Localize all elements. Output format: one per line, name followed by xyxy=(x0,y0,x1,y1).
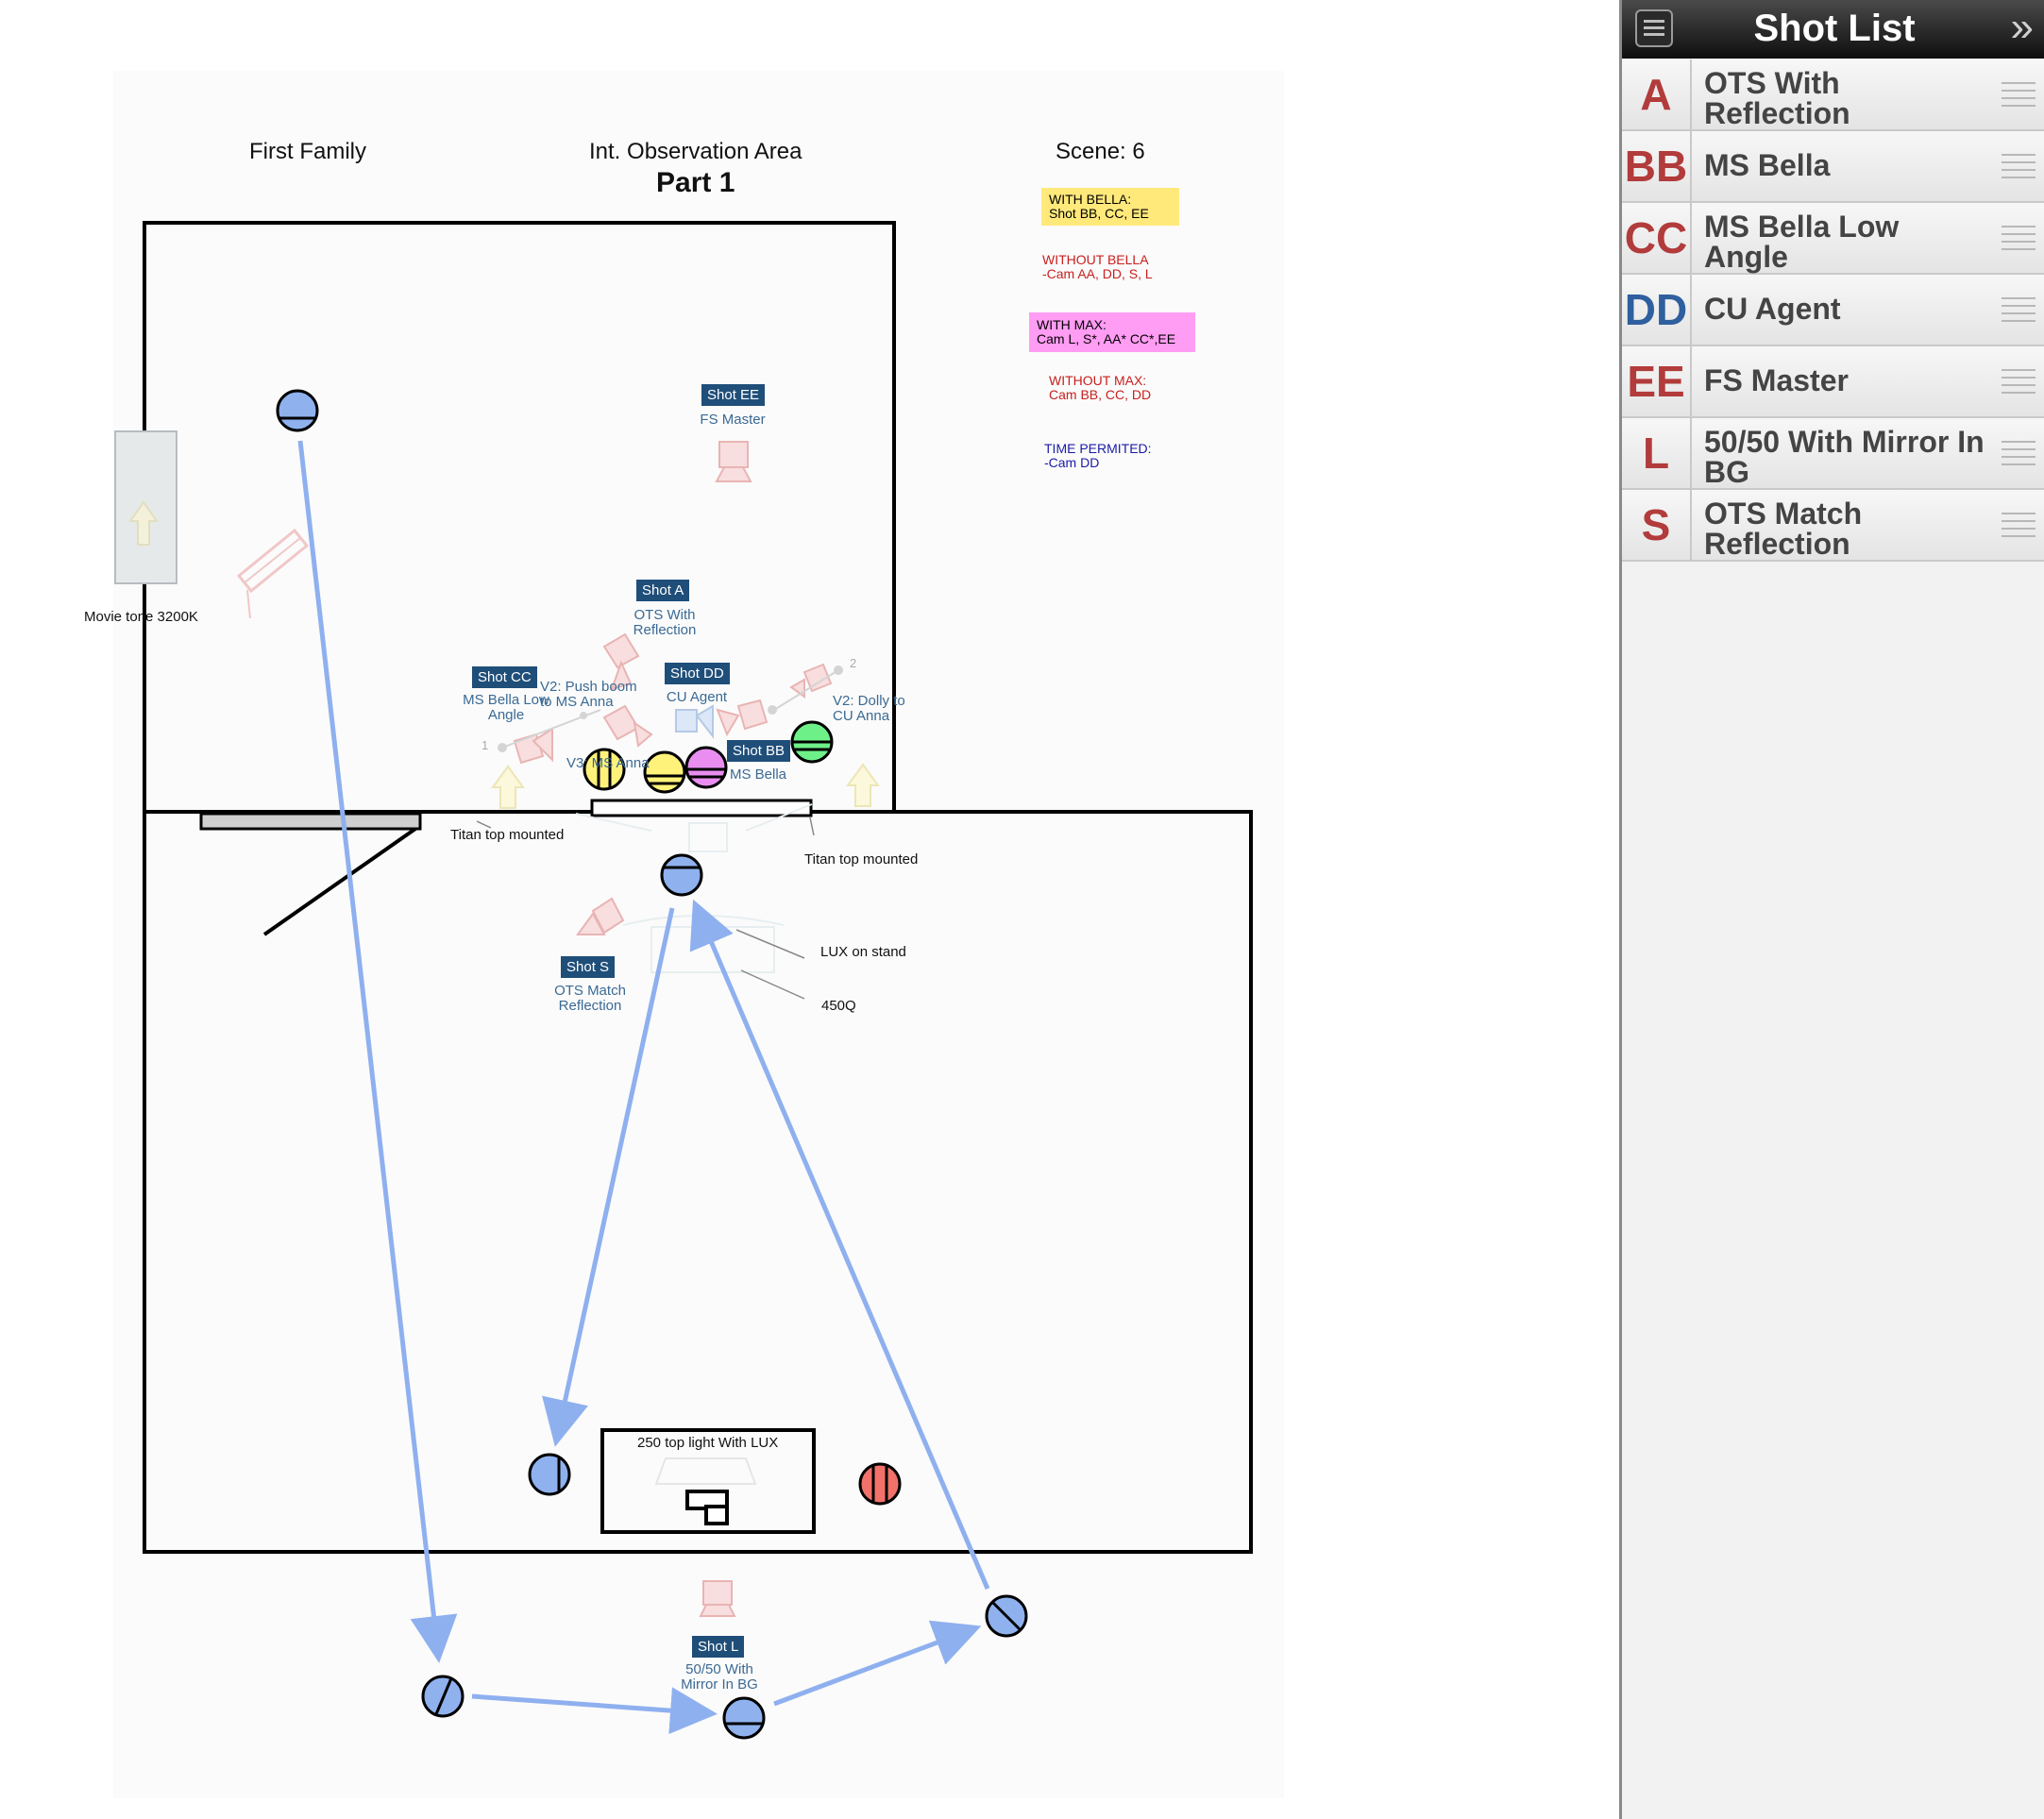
shot-letter: A xyxy=(1622,59,1692,129)
track-mark-2: 2 xyxy=(850,656,857,670)
shot-list-item[interactable]: A OTS With Reflection xyxy=(1622,59,2044,131)
shot-letter: EE xyxy=(1622,346,1692,416)
shot-list-panel: Shot List » A OTS With Reflection BB MS … xyxy=(1619,0,2044,1819)
shot-title: OTS Match Reflection xyxy=(1704,497,1863,561)
shot-letter: BB xyxy=(1622,131,1692,201)
shot-tag-cc[interactable]: Shot CC xyxy=(472,666,537,688)
shot-tag-l[interactable]: Shot L xyxy=(692,1636,745,1658)
top-light-box xyxy=(600,1428,816,1534)
shot-title: MS Bella Low Angle xyxy=(1704,210,1900,274)
shot-desc-ee: FS Master xyxy=(700,412,766,428)
shot-title: 50/50 With Mirror In BG xyxy=(1704,425,1985,489)
shot-list-header: Shot List » xyxy=(1622,0,2044,59)
move-ms-anna: V3: MS Anna xyxy=(566,755,650,771)
actor-mark xyxy=(858,1462,902,1506)
movie-tone-label: Movie tone 3200K xyxy=(84,609,198,625)
window-bar xyxy=(199,812,422,831)
actor-mark xyxy=(722,1696,766,1740)
drag-handle-icon[interactable] xyxy=(2002,297,2036,324)
shot-title: MS Bella xyxy=(1704,148,1831,182)
shot-list-item[interactable]: BB MS Bella xyxy=(1622,131,2044,203)
floor-plan-drawing xyxy=(114,221,1253,1740)
shot-list-item[interactable]: S OTS Match Reflection xyxy=(1622,490,2044,562)
shot-desc-a: OTS With Reflection xyxy=(633,607,697,638)
shot-tag-ee[interactable]: Shot EE xyxy=(701,384,766,406)
diagram-left-title: First Family xyxy=(249,139,366,164)
door-line xyxy=(262,827,417,936)
counter xyxy=(590,799,813,817)
drag-handle-icon[interactable] xyxy=(2002,441,2036,467)
shot-letter: S xyxy=(1622,490,1692,560)
move-push-boom: V2: Push boom to MS Anna xyxy=(540,679,637,710)
drag-handle-icon[interactable] xyxy=(2002,369,2036,396)
shot-tag-a[interactable]: Shot A xyxy=(636,580,690,601)
actor-mark xyxy=(276,389,319,432)
shot-tag-dd[interactable]: Shot DD xyxy=(665,663,730,684)
shot-list-title: Shot List xyxy=(1753,8,1916,49)
shot-desc-s: OTS Match Reflection xyxy=(554,983,626,1014)
diagram-center-subtitle: Part 1 xyxy=(656,167,735,198)
floor-plan-canvas[interactable]: First Family Int. Observation Area Part … xyxy=(0,0,1619,1819)
note-with-max: WITH MAX: Cam L, S*, AA* CC*,EE xyxy=(1029,312,1195,353)
shot-tag-bb[interactable]: Shot BB xyxy=(727,740,791,762)
shot-desc-dd: CU Agent xyxy=(666,689,728,705)
shot-list-item[interactable]: L 50/50 With Mirror In BG xyxy=(1622,418,2044,490)
list-icon[interactable] xyxy=(1635,9,1673,47)
actor-mark xyxy=(684,746,728,789)
shot-title: FS Master xyxy=(1704,363,1849,397)
titan-left-label: Titan top mounted xyxy=(450,827,565,843)
actor-mark xyxy=(660,853,703,897)
actor-mark xyxy=(583,748,626,791)
shot-desc-bb: MS Bella xyxy=(729,766,787,783)
drag-handle-icon[interactable] xyxy=(2002,513,2036,539)
note-with-bella: WITH BELLA: Shot BB, CC, EE xyxy=(1041,188,1179,227)
diagram-scene-label: Scene: 6 xyxy=(1056,139,1145,164)
move-dolly: V2: Dolly to CU Anna xyxy=(833,693,905,724)
titan-right-label: Titan top mounted xyxy=(804,851,919,867)
shot-letter: L xyxy=(1622,418,1692,488)
drag-handle-icon[interactable] xyxy=(2002,154,2036,180)
shot-list-item[interactable]: CC MS Bella Low Angle xyxy=(1622,203,2044,275)
double-chevron-right-icon[interactable]: » xyxy=(2010,4,2034,50)
shot-title: OTS With Reflection xyxy=(1704,66,1850,130)
shot-letter: DD xyxy=(1622,275,1692,345)
drag-handle-icon[interactable] xyxy=(2002,82,2036,109)
note-without-bella: WITHOUT BELLA -Cam AA, DD, S, L xyxy=(1042,252,1153,282)
drag-handle-icon[interactable] xyxy=(2002,226,2036,252)
note-time-permitted: TIME PERMITED: -Cam DD xyxy=(1044,441,1152,471)
shot-tag-s[interactable]: Shot S xyxy=(561,956,616,978)
note-without-max: WITHOUT MAX: Cam BB, CC, DD xyxy=(1049,373,1152,403)
track-mark-1: 1 xyxy=(481,738,489,752)
lux-stand-label: LUX on stand xyxy=(820,944,906,960)
shot-desc-cc: MS Bella Low Angle xyxy=(463,692,549,723)
actor-mark xyxy=(528,1453,571,1496)
shot-list-item[interactable]: DD CU Agent xyxy=(1622,275,2044,346)
light-450q-label: 450Q xyxy=(821,998,856,1014)
diagram-center-title: Int. Observation Area xyxy=(589,139,802,164)
shot-letter: CC xyxy=(1622,203,1692,273)
shot-list-item[interactable]: EE FS Master xyxy=(1622,346,2044,418)
shot-title: CU Agent xyxy=(1704,292,1841,326)
top-light-label: 250 top light With LUX xyxy=(637,1435,779,1451)
shot-desc-l: 50/50 With Mirror In BG xyxy=(681,1661,758,1693)
